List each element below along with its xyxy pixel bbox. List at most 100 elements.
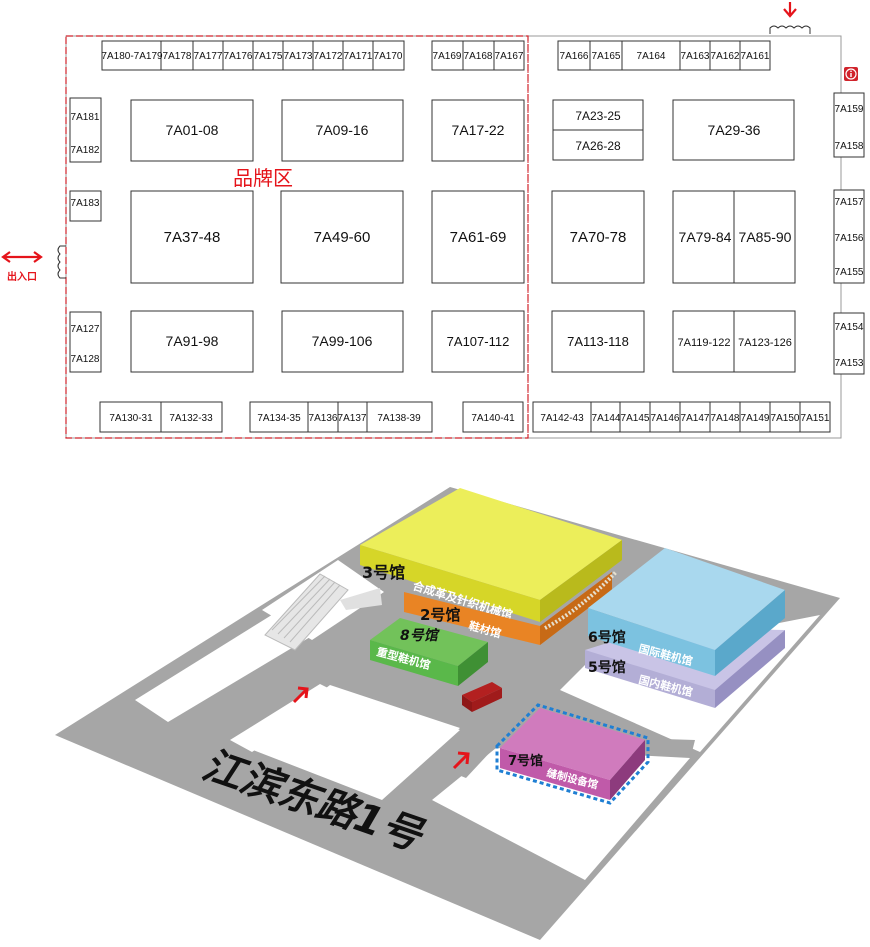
booth-label: 7A70-78 [570,229,627,246]
booth-label: 7A181 [71,112,100,123]
right-column: 7A159 7A158 7A157 7A156 7A155 7A154 7A15… [833,92,865,375]
booth-label: 7A154 [835,322,864,333]
booth-label: 7A134-35 [257,413,301,424]
double-arrow-icon [1,251,43,263]
booth-label: 7A144 [592,413,621,424]
door-icon [769,25,811,34]
block-row-3: 7A91-98 7A99-106 7A107-112 7A113-118 7A1… [130,310,796,373]
bottom-row: 7A130-31 7A132-33 7A134-35 7A136 7A137 7… [99,401,831,433]
lot-southwest [230,684,340,752]
top-row-right: 7A166 7A165 7A164 7A163 7A162 7A161 [557,40,771,71]
small-building [462,682,502,712]
booth-label: 7A147 [681,413,710,424]
hall-number: 8号馆 [400,627,441,644]
booth-label: 7A171 [344,51,373,62]
booth-label: 7A107-112 [447,334,510,349]
brand-zone-label: 品牌区 [233,166,293,190]
road-inner-2 [446,712,520,778]
booth-label: 7A151 [801,413,830,424]
booth-label: 7A127 [71,324,100,335]
booth-label: 7A61-69 [450,229,507,246]
arrow-down-icon [783,2,797,18]
booth-label: 7A164 [637,51,666,62]
left-entrance: 出入口 [1,245,66,283]
booth-label: 7A130-31 [109,413,153,424]
booth-label: 7A156 [835,233,864,244]
booth-label: 7A17-22 [452,122,505,138]
block-row-1: 7A01-08 7A09-16 7A17-22 7A23-25 7A26-28 … [130,99,795,162]
booth-label: 7A159 [835,104,864,115]
lot-center-big [248,690,460,800]
booth-label: 7A149 [741,413,770,424]
booth-label: 7A153 [835,358,864,369]
hall-number: 3号馆 [362,563,405,582]
hall-7-floor-plan: 7A180-7A179 7A178 7A177 7A176 7A175 7A17… [1,2,865,439]
top-entrance [769,2,811,34]
booth-label: 7A79-84 [679,229,732,245]
door-icon [57,245,66,279]
info-icon[interactable] [844,67,858,81]
booth-label: 7A01-08 [166,122,219,138]
booth-label: 7A163 [681,51,710,62]
booth-label: 7A150 [771,413,800,424]
booth-label: 7A137 [338,413,367,424]
booth-label: 7A169 [433,51,462,62]
hall-number: 2号馆 [420,606,460,624]
booth-label: 7A172 [314,51,343,62]
booth-label: 7A178 [163,51,192,62]
arrow-up-right-icon [452,751,470,770]
booth-label: 7A166 [560,51,589,62]
booth-label: 7A165 [592,51,621,62]
booth-label: 7A26-28 [575,139,621,153]
booth-label: 7A161 [741,51,770,62]
booth-label: 7A91-98 [166,333,219,349]
booth-label: 7A142-43 [540,413,584,424]
hall-number: 5号馆 [588,659,626,676]
booth-label: 7A138-39 [377,413,421,424]
booth-label: 7A136 [309,413,338,424]
booth-label: 7A175 [254,51,283,62]
entrance-label: 出入口 [7,270,37,283]
booth-label: 7A183 [71,198,100,209]
booth-label: 7A49-60 [314,229,371,246]
booth-label: 7A173 [284,51,313,62]
booth-label: 7A158 [835,141,864,152]
booth-label: 7A170 [374,51,403,62]
top-row-middle: 7A169 7A168 7A167 [431,40,525,71]
booth-label: 7A148 [711,413,740,424]
booth-label: 7A99-106 [312,333,373,349]
booth-label: 7A168 [464,51,493,62]
booth-label: 7A119-122 [677,337,730,349]
booth-label: 7A157 [835,197,864,208]
hall-7[interactable]: 7号馆 缝制设备馆 [495,703,650,805]
booth-label: 7A09-16 [316,122,369,138]
booth-label: 7A167 [495,51,524,62]
booth-label: 7A176 [224,51,253,62]
hall-number: 6号馆 [588,629,626,646]
booth-label: 7A145 [621,413,650,424]
booth-label: 7A182 [71,145,100,156]
hall-2[interactable]: 2号馆 鞋材馆 [404,570,618,645]
booth-label: 7A123-126 [738,337,792,349]
booth-label: 7A180-7A179 [101,51,163,62]
booth-label: 7A128 [71,354,100,365]
hall-8[interactable]: 8号馆 重型鞋机馆 [370,618,488,686]
booth-label: 7A132-33 [169,413,213,424]
booth-label: 7A140-41 [471,413,515,424]
booth-label: 7A23-25 [575,109,621,123]
booth-label: 7A85-90 [739,229,792,245]
booth-label: 7A146 [651,413,680,424]
hall-7-highlight [495,703,650,805]
hall-number: 7号馆 [508,753,543,769]
booth-label: 7A155 [835,267,864,278]
top-row-left: 7A180-7A179 7A178 7A177 7A176 7A175 7A17… [101,40,405,71]
block-row-2: 7A37-48 7A49-60 7A61-69 7A70-78 7A79-84 … [130,190,796,284]
arrow-up-right-icon [292,686,309,704]
booth-label: 7A37-48 [164,229,221,246]
stairs-icon [264,573,382,651]
booth-label: 7A177 [194,51,223,62]
booth-label: 7A113-118 [567,334,629,349]
booth-label: 7A29-36 [708,122,761,138]
left-column: 7A181 7A182 7A183 7A127 7A128 [69,97,102,373]
